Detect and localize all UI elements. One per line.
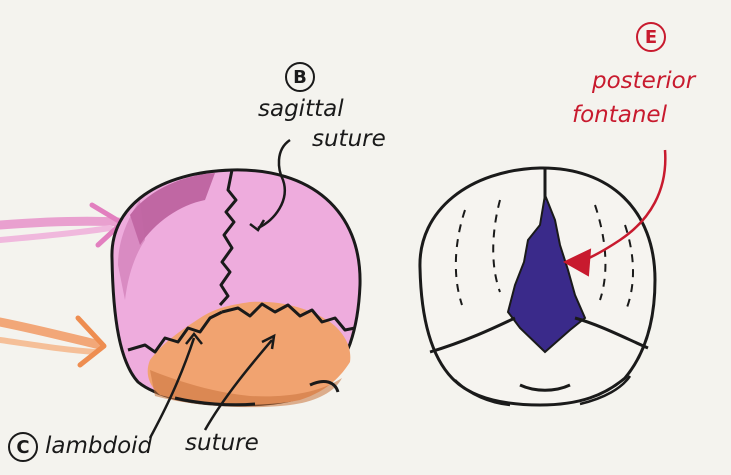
marker-c-text: C — [16, 437, 29, 458]
marker-e-text: E — [645, 27, 657, 48]
posterior-label-line1: posterior — [592, 70, 695, 93]
lambdoid-label-word2: suture — [185, 432, 259, 455]
posterior-label-line2: fontanel — [572, 104, 667, 127]
left-skull — [112, 170, 360, 407]
marker-b-text: B — [293, 67, 307, 88]
marker-b: B — [285, 62, 315, 92]
orange-arrow-icon — [0, 318, 104, 365]
marker-e: E — [636, 22, 666, 52]
sagittal-label-line1: sagittal — [258, 98, 344, 121]
sagittal-label-line2: suture — [312, 128, 386, 151]
pink-arrow-icon — [0, 205, 122, 245]
lambdoid-label-word1: lambdoid — [45, 435, 152, 458]
marker-c: C — [8, 432, 38, 462]
right-skull — [420, 168, 655, 405]
